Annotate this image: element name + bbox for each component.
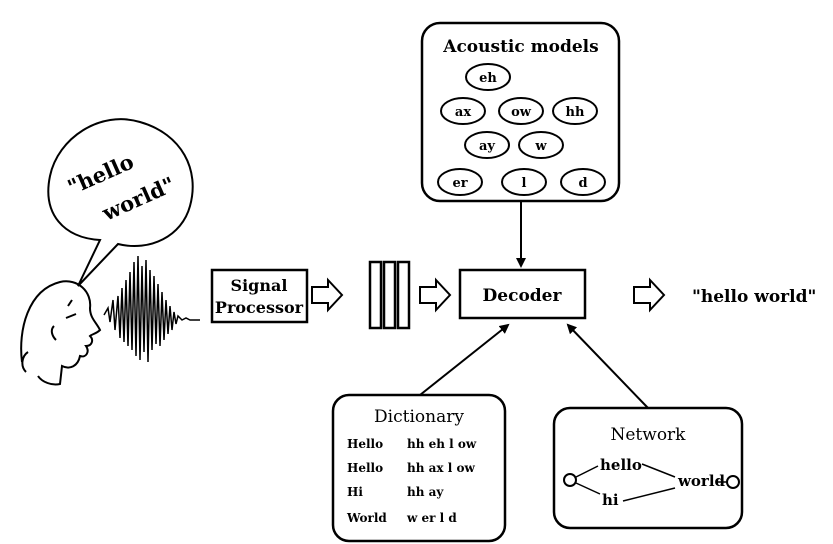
dictionary-row: World w er l d	[346, 511, 457, 525]
speech-waveform	[103, 255, 200, 363]
hollow-arrow-2	[419, 277, 452, 313]
dictionary-row: Hello hh ax l ow	[347, 461, 475, 475]
feature-vectors	[368, 260, 411, 330]
signal-processor-line2: Processor	[215, 298, 304, 317]
phone-model-ay: ay	[464, 131, 510, 159]
phone-model-l: l	[501, 168, 547, 196]
svg-text:hh: hh	[566, 105, 585, 120]
output-text: "hello world"	[692, 287, 816, 307]
dictionary-row: Hello hh eh l ow	[347, 437, 477, 451]
svg-text:hh ay: hh ay	[407, 485, 444, 499]
phone-model-hh: hh	[552, 97, 598, 125]
svg-text:d: d	[578, 176, 587, 191]
network-start-node	[563, 473, 577, 487]
phone-model-eh: eh	[465, 63, 511, 91]
dictionary-to-decoder-arrow	[419, 323, 510, 396]
signal-processor-line1: Signal	[231, 276, 288, 295]
svg-text:hh ax l ow: hh ax l ow	[407, 461, 475, 475]
speech-bubble: "hello world"	[47, 118, 194, 287]
acoustic-models-panel: Acoustic models eh ax ow hh ay w er l d	[420, 21, 621, 203]
dictionary-panel: Dictionary Hello hh eh l ow Hello hh ax …	[331, 393, 507, 543]
network-to-decoder-arrow	[566, 323, 649, 409]
svg-text:w: w	[534, 139, 547, 154]
network-end-node	[726, 475, 740, 489]
phone-model-er: er	[437, 168, 483, 196]
svg-text:l: l	[522, 176, 527, 191]
decoder-box: Decoder	[458, 268, 587, 320]
svg-text:Hello: Hello	[347, 461, 383, 475]
svg-text:er: er	[452, 176, 467, 191]
phone-model-ax: ax	[440, 97, 486, 125]
svg-text:ow: ow	[511, 105, 532, 120]
decoder-label: Decoder	[483, 286, 563, 306]
network-word-hi: hi	[602, 491, 619, 509]
hollow-arrow-3	[633, 277, 666, 313]
network-word-hello: hello	[600, 456, 642, 474]
network-word-world: world	[677, 472, 726, 490]
phone-model-d: d	[560, 168, 606, 196]
svg-text:eh: eh	[479, 71, 497, 86]
signal-processor-box: Signal Processor	[210, 268, 309, 324]
svg-text:hh eh l ow: hh eh l ow	[407, 437, 477, 451]
svg-text:Hi: Hi	[347, 485, 363, 499]
dictionary-row: Hi hh ay	[347, 485, 444, 499]
acoustic-models-title: Acoustic models	[442, 37, 598, 57]
svg-text:Hello: Hello	[347, 437, 383, 451]
svg-text:ax: ax	[455, 105, 471, 120]
network-title: Network	[611, 425, 687, 445]
phone-model-ow: ow	[498, 97, 544, 125]
svg-text:ay: ay	[479, 139, 495, 154]
phone-model-w: w	[518, 131, 564, 159]
dictionary-title: Dictionary	[374, 407, 464, 427]
svg-text:World: World	[346, 511, 387, 525]
svg-text:w er l d: w er l d	[406, 511, 457, 525]
speaker-head-icon	[20, 280, 102, 386]
network-panel: Network hello hi world	[552, 406, 744, 530]
hollow-arrow-1	[311, 277, 344, 313]
